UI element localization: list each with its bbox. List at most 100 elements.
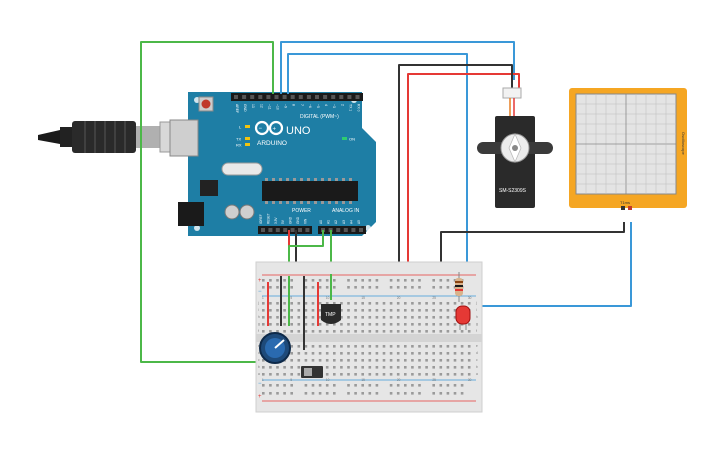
breadboard-hole[interactable] (425, 366, 428, 369)
breadboard-hole[interactable] (382, 373, 386, 376)
breadboard-rail-hole[interactable] (333, 392, 336, 395)
breadboard-hole[interactable] (467, 359, 471, 362)
breadboard-hole[interactable] (389, 373, 393, 376)
breadboard-hole[interactable] (325, 352, 329, 355)
breadboard-hole[interactable] (389, 366, 393, 369)
breadboard-rail-hole[interactable] (325, 384, 329, 387)
breadboard-hole[interactable] (269, 330, 272, 333)
breadboard-hole[interactable] (269, 366, 272, 369)
breadboard-hole[interactable] (333, 330, 336, 333)
breadboard-hole[interactable] (411, 373, 414, 376)
breadboard-hole[interactable] (446, 366, 450, 369)
breadboard-hole[interactable] (432, 330, 435, 333)
breadboard-hole[interactable] (453, 352, 457, 355)
breadboard-rail-hole[interactable] (325, 392, 329, 395)
breadboard-hole[interactable] (368, 323, 372, 326)
breadboard-rail-hole[interactable] (368, 279, 372, 282)
breadboard-rail-hole[interactable] (418, 384, 421, 387)
breadboard-hole[interactable] (311, 302, 315, 305)
breadboard-hole[interactable] (325, 366, 329, 369)
breadboard-rail-hole[interactable] (333, 279, 336, 282)
breadboard-rail-hole[interactable] (368, 286, 372, 289)
breadboard-rail-hole[interactable] (411, 286, 414, 289)
breadboard-rail-hole[interactable] (446, 392, 450, 395)
breadboard-hole[interactable] (347, 366, 350, 369)
breadboard-hole[interactable] (347, 309, 350, 312)
breadboard-hole[interactable] (439, 316, 443, 319)
breadboard-rail-hole[interactable] (311, 392, 315, 395)
breadboard-hole[interactable] (333, 373, 336, 376)
breadboard-hole[interactable] (304, 309, 308, 312)
breadboard-hole[interactable] (460, 366, 464, 369)
breadboard-hole[interactable] (396, 316, 400, 319)
breadboard-hole[interactable] (411, 352, 414, 355)
breadboard-rail-hole[interactable] (354, 384, 357, 387)
breadboard-hole[interactable] (439, 352, 443, 355)
breadboard-hole[interactable] (453, 302, 457, 305)
digital-pin-socket[interactable] (323, 95, 328, 99)
breadboard-hole[interactable] (269, 309, 272, 312)
breadboard-hole[interactable] (361, 316, 364, 319)
breadboard-hole[interactable] (354, 359, 357, 362)
breadboard-hole[interactable] (262, 373, 265, 376)
digital-pin-socket[interactable] (266, 95, 271, 99)
breadboard-hole[interactable] (368, 309, 372, 312)
breadboard-hole[interactable] (276, 373, 279, 376)
breadboard-hole[interactable] (269, 323, 272, 326)
breadboard-rail-hole[interactable] (283, 279, 286, 282)
reset-button[interactable] (198, 96, 214, 112)
breadboard-hole[interactable] (418, 345, 421, 348)
breadboard-hole[interactable] (411, 302, 414, 305)
breadboard-rail-hole[interactable] (432, 392, 435, 395)
breadboard-hole[interactable] (347, 302, 350, 305)
breadboard-hole[interactable] (439, 366, 443, 369)
breadboard-rail-hole[interactable] (418, 392, 421, 395)
breadboard-hole[interactable] (382, 330, 386, 333)
breadboard-hole[interactable] (382, 345, 386, 348)
breadboard-rail-hole[interactable] (453, 279, 457, 282)
digital-pin-socket[interactable] (298, 95, 303, 99)
breadboard-hole[interactable] (297, 352, 301, 355)
breadboard-hole[interactable] (446, 345, 450, 348)
breadboard-hole[interactable] (368, 330, 372, 333)
wire-blue-d10-led[interactable] (287, 53, 468, 312)
breadboard-hole[interactable] (269, 373, 272, 376)
wire-blue-d9-scope[interactable] (280, 41, 515, 94)
analog-pin-socket[interactable] (343, 228, 348, 232)
breadboard-rail-hole[interactable] (453, 384, 457, 387)
breadboard-hole[interactable] (418, 366, 421, 369)
breadboard-hole[interactable] (432, 373, 435, 376)
breadboard-rail-hole[interactable] (262, 286, 265, 289)
breadboard-hole[interactable] (425, 359, 428, 362)
breadboard-hole[interactable] (453, 316, 457, 319)
breadboard-hole[interactable] (304, 330, 308, 333)
breadboard-hole[interactable] (276, 316, 279, 319)
breadboard-hole[interactable] (290, 352, 293, 355)
breadboard-rail-hole[interactable] (269, 392, 272, 395)
breadboard-rail-hole[interactable] (411, 384, 414, 387)
breadboard-hole[interactable] (340, 373, 343, 376)
breadboard-hole[interactable] (368, 359, 372, 362)
breadboard-rail-hole[interactable] (290, 279, 293, 282)
breadboard-hole[interactable] (389, 316, 393, 319)
breadboard-hole[interactable] (389, 309, 393, 312)
breadboard-rail-hole[interactable] (361, 279, 364, 282)
breadboard-hole[interactable] (425, 316, 428, 319)
breadboard-rail-hole[interactable] (375, 279, 379, 282)
breadboard-hole[interactable] (425, 373, 428, 376)
breadboard-hole[interactable] (467, 323, 471, 326)
breadboard-hole[interactable] (467, 373, 471, 376)
breadboard-hole[interactable] (404, 330, 407, 333)
digital-pin-socket[interactable] (258, 95, 263, 99)
breadboard-rail-hole[interactable] (269, 286, 272, 289)
breadboard-rail-hole[interactable] (269, 384, 272, 387)
breadboard-hole[interactable] (432, 366, 435, 369)
wire-blue-scope-led[interactable] (467, 222, 632, 307)
digital-pin-socket[interactable] (355, 95, 360, 99)
breadboard-hole[interactable] (467, 302, 471, 305)
breadboard-hole[interactable] (311, 323, 315, 326)
breadboard-hole[interactable] (304, 345, 308, 348)
breadboard-hole[interactable] (297, 359, 301, 362)
breadboard-rail-hole[interactable] (375, 384, 379, 387)
breadboard-rail-hole[interactable] (389, 392, 393, 395)
